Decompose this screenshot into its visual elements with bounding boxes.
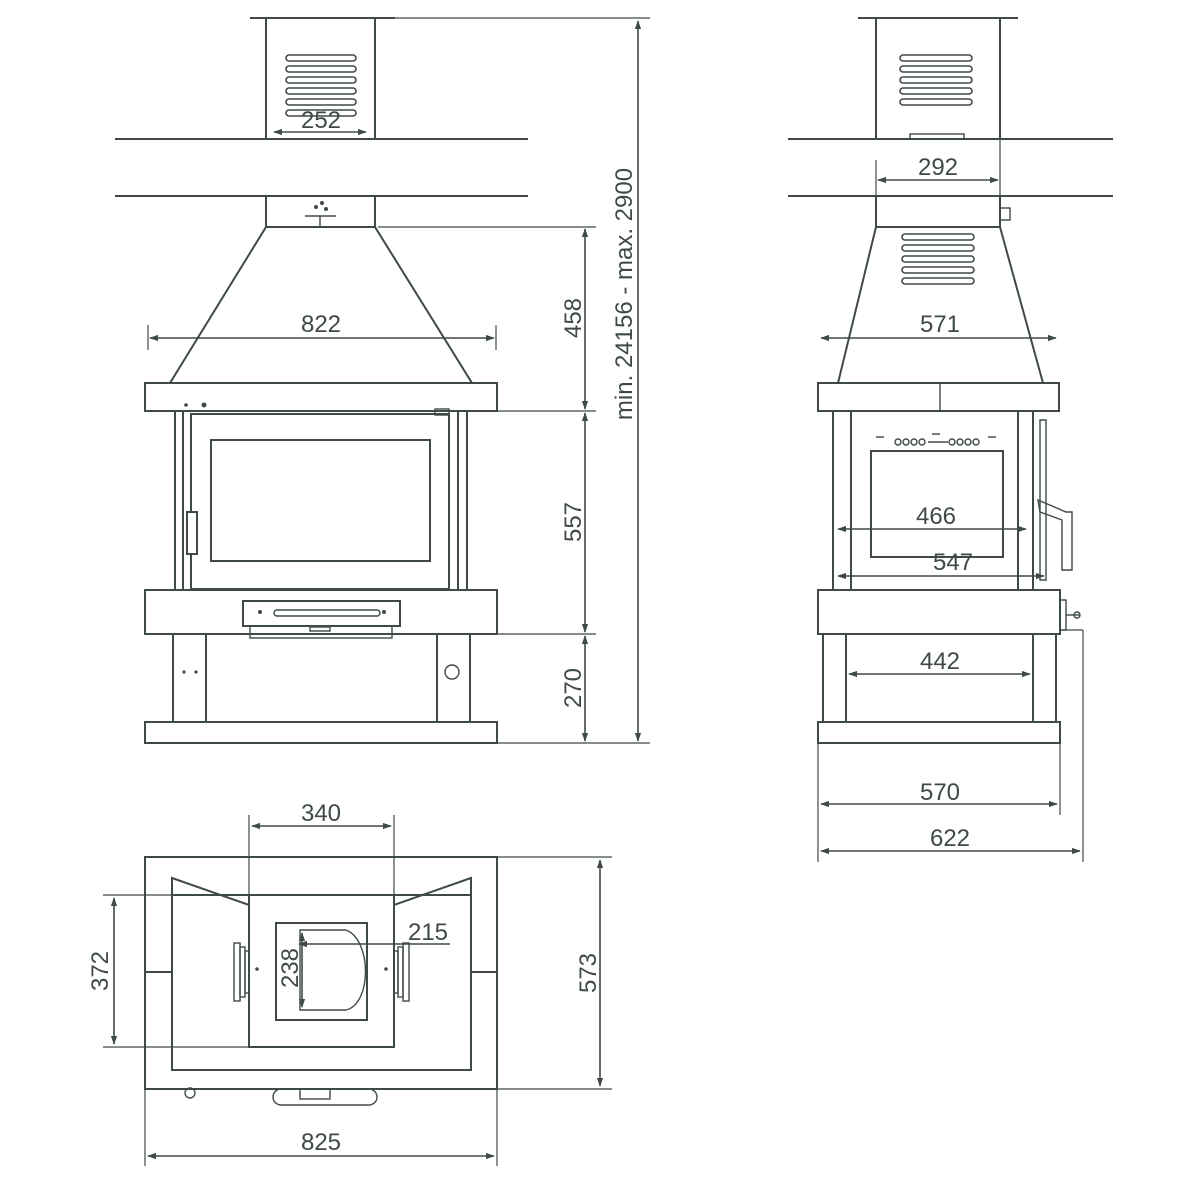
dim-label-570: 570 — [920, 779, 960, 806]
top-left-grille-icon — [233, 942, 250, 1002]
side-door-hinge — [1039, 419, 1047, 581]
side-door-handle-icon — [1037, 498, 1073, 571]
left-leg — [172, 633, 207, 723]
side-base-plinth — [817, 721, 1061, 744]
side-vent-grille — [899, 54, 973, 140]
dim-label-547: 547 — [933, 549, 973, 576]
dim-label-215: 215 — [408, 919, 448, 946]
dim-label-822: 822 — [301, 311, 341, 338]
adjuster-icon — [444, 664, 460, 680]
top-flue-collar-square — [275, 922, 368, 1021]
door-handle-icon — [186, 511, 198, 555]
right-leg — [436, 633, 471, 723]
dim-label-622: 622 — [930, 825, 970, 852]
dim-label-825: 825 — [301, 1129, 341, 1156]
top-front-handle — [272, 1088, 378, 1106]
air-vent-row — [876, 433, 996, 446]
side-left-leg — [822, 633, 847, 723]
dim-label-238: 238 — [277, 948, 304, 988]
side-chimney-collar — [875, 195, 1001, 228]
dim-label-total-height: min. 24156 - max. 2900 — [611, 168, 638, 420]
dim-label-571: 571 — [920, 311, 960, 338]
side-mantle — [817, 382, 1060, 412]
side-glass — [870, 450, 1004, 558]
firebox-glass — [210, 439, 431, 562]
dim-label-372: 372 — [87, 951, 114, 991]
ash-tray-drawer — [242, 600, 401, 627]
dim-label-458: 458 — [560, 298, 587, 338]
dim-label-270: 270 — [560, 668, 587, 708]
dim-label-466: 466 — [916, 503, 956, 530]
base-plinth — [144, 721, 498, 744]
dim-label-340: 340 — [301, 800, 341, 827]
side-ash-band — [817, 589, 1061, 635]
hood — [168, 226, 474, 384]
mantle — [144, 382, 498, 412]
dim-label-442: 442 — [920, 648, 960, 675]
vent-grille — [285, 54, 357, 117]
dim-label-557: 557 — [560, 502, 587, 542]
side-view: 292 571 — [788, 17, 1113, 862]
dim-label-292: 292 — [918, 154, 958, 181]
side-right-leg — [1032, 633, 1057, 723]
side-hood-grille — [901, 233, 975, 285]
dim-label-252: 252 — [301, 107, 341, 134]
flue-collar-circle — [299, 929, 367, 1011]
damper-knob-icon — [305, 201, 336, 226]
top-right-grille-icon — [393, 942, 410, 1002]
top-view: 340 215 238 372 573 825 — [87, 800, 612, 1166]
front-view: 252 822 — [115, 17, 650, 744]
dim-label-573: 573 — [575, 953, 602, 993]
